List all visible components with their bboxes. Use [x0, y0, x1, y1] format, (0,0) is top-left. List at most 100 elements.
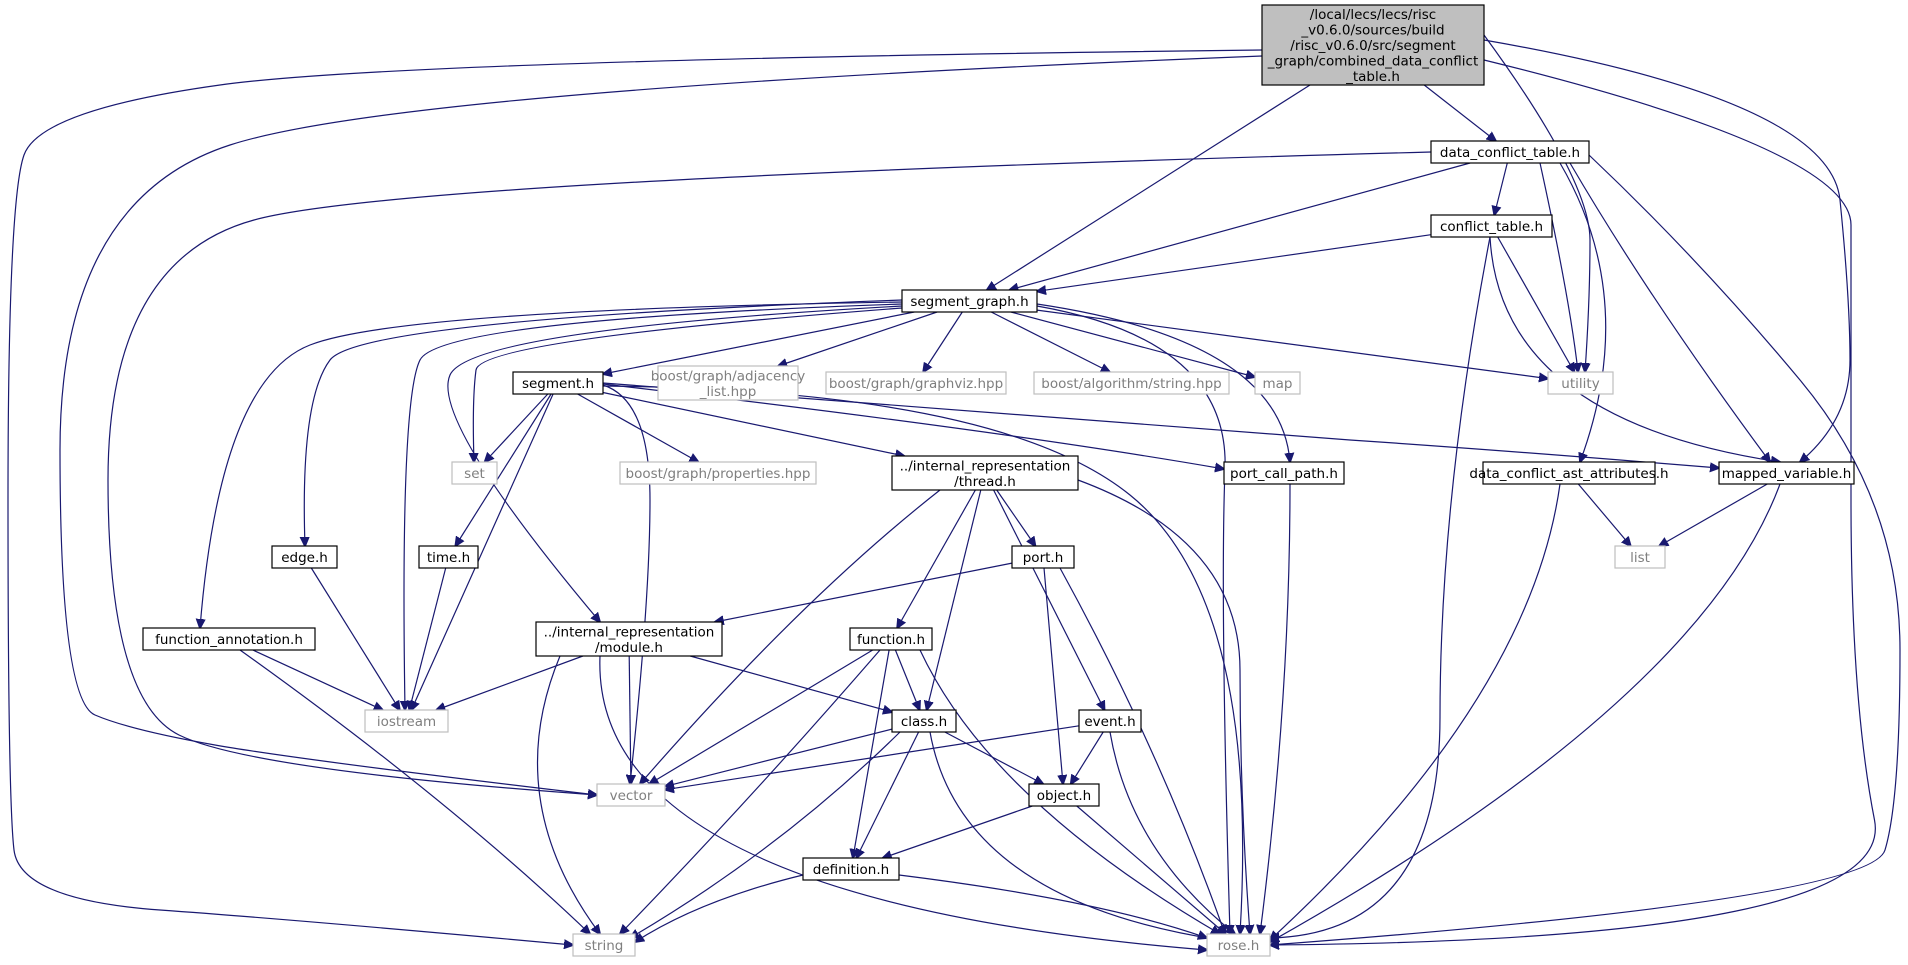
edge-dct-to-vector [107, 151, 1432, 795]
node-label: _list.hpp [699, 384, 757, 400]
edge-object-to-definition [883, 805, 1033, 858]
node-label: definition.h [813, 862, 889, 878]
edge-thread-to-port [996, 489, 1036, 546]
node-label: data_conflict_ast_attributes.h [1469, 466, 1668, 482]
edge-fa-to-string [239, 649, 590, 934]
edge-seg-to-iostream [411, 393, 554, 710]
edge-event-to-vector [665, 725, 1080, 790]
edge-dct-to-dcaa [1559, 162, 1607, 462]
node-label: /risc_v0.6.0/src/segment [1290, 38, 1455, 54]
edge-definition-to-rose [898, 874, 1207, 938]
edge-seg-to-rose [602, 385, 1243, 934]
node-event[interactable]: event.h [1078, 709, 1142, 733]
node-iostream: iostream [364, 709, 449, 733]
edge-dct-to-ct [1494, 162, 1508, 215]
node-vector: vector [596, 783, 666, 807]
edge-sg-to-iostream [404, 303, 903, 710]
node-label: set [464, 466, 485, 482]
node-utility: utility [1547, 371, 1614, 395]
edge-root-to-string [7, 49, 1263, 945]
edge-ct-to-utility [1497, 236, 1575, 372]
edge-module-to-class [690, 655, 892, 712]
node-label: _graph/combined_data_conflict [1267, 54, 1479, 70]
node-string: string [572, 933, 636, 957]
edge-time-to-iostream [409, 567, 447, 710]
node-label: /local/lecs/lecs/risc [1310, 7, 1436, 23]
node-fa[interactable]: function_annotation.h [142, 627, 316, 651]
node-label: ../internal_representation [544, 624, 715, 640]
edge-seg-to-vector [602, 384, 651, 784]
node-edge[interactable]: edge.h [271, 545, 338, 569]
edge-seg-to-set [485, 393, 549, 462]
edge-thread-to-vector [640, 489, 941, 784]
edge-class-to-definition [856, 731, 920, 858]
edge-dct-to-utility [1539, 162, 1578, 372]
node-time[interactable]: time.h [418, 545, 479, 569]
edge-root-to-mv [1483, 39, 1851, 462]
node-label: port_call_path.h [1230, 466, 1338, 482]
edge-sg-to-gv [923, 311, 963, 372]
node-label: segment_graph.h [910, 294, 1028, 310]
node-definition[interactable]: definition.h [802, 857, 900, 881]
edge-root-to-rose [1270, 59, 1876, 945]
node-str_hpp: boost/algorithm/string.hpp [1033, 371, 1230, 395]
edge-edge-to-iostream [310, 567, 399, 710]
edge-thread-to-function [897, 489, 976, 628]
edge-dct-to-sg [1009, 162, 1471, 290]
node-pcp[interactable]: port_call_path.h [1223, 461, 1345, 485]
node-set: set [451, 461, 498, 485]
node-function[interactable]: function.h [849, 627, 933, 651]
node-label: function_annotation.h [155, 632, 303, 648]
edge-module-to-string [536, 655, 601, 934]
node-label: data_conflict_table.h [1440, 145, 1580, 161]
node-map: map [1254, 371, 1301, 395]
edge-seg-to-props [577, 393, 699, 462]
edge-root-to-sg [987, 84, 1311, 290]
node-port[interactable]: port.h [1011, 545, 1075, 569]
edge-fa-to-iostream [252, 649, 383, 710]
edge-class-to-object [944, 731, 1043, 784]
edge-module-to-rose [599, 655, 1207, 950]
edge-event-to-rose [1109, 731, 1235, 934]
node-object[interactable]: object.h [1028, 783, 1100, 807]
node-props: boost/graph/properties.hpp [619, 461, 817, 485]
node-label: utility [1561, 376, 1599, 392]
node-mv[interactable]: mapped_variable.h [1718, 461, 1855, 485]
edge-thread-to-class [927, 489, 982, 710]
node-label: port.h [1023, 550, 1064, 566]
node-label: boost/algorithm/string.hpp [1041, 376, 1221, 392]
node-label: ../internal_representation [900, 458, 1071, 474]
edge-mv-to-list [1659, 483, 1768, 546]
edge-sg-to-map [1010, 311, 1255, 377]
node-sg[interactable]: segment_graph.h [901, 289, 1038, 313]
edge-thread-to-event [993, 489, 1105, 710]
edge-sg-to-adj [778, 311, 938, 366]
edge-ct-to-rose [1270, 236, 1491, 938]
node-label: vector [610, 788, 653, 804]
edge-mv-to-rose [1270, 483, 1781, 942]
edge-function-to-definition [853, 649, 890, 858]
node-label: class.h [901, 714, 947, 730]
node-label: iostream [377, 714, 436, 730]
node-label: _v0.6.0/sources/build [1300, 23, 1444, 39]
node-module[interactable]: ../internal_representation/module.h [535, 621, 723, 657]
edge-class-to-vector [665, 728, 893, 786]
edge-dct-to-mv [1569, 162, 1770, 462]
node-label: time.h [427, 550, 470, 566]
node-root: /local/lecs/lecs/risc_v0.6.0/sources/bui… [1261, 4, 1485, 86]
node-label: /thread.h [954, 474, 1016, 490]
edge-seg-to-thread [602, 391, 904, 457]
edge-sg-to-pcp [1036, 303, 1290, 462]
node-label: object.h [1037, 788, 1091, 804]
edge-sg-to-set [473, 307, 903, 462]
edge-root-to-vector [59, 55, 1263, 795]
node-dcaa[interactable]: data_conflict_ast_attributes.h [1469, 461, 1669, 485]
node-seg[interactable]: segment.h [512, 371, 604, 395]
node-dct[interactable]: data_conflict_table.h [1430, 140, 1590, 164]
edge-module-to-vector [629, 655, 631, 784]
dependency-edges [7, 34, 1901, 950]
node-class[interactable]: class.h [891, 709, 957, 733]
node-ct[interactable]: conflict_table.h [1430, 214, 1553, 238]
node-label: map [1263, 376, 1293, 392]
node-thread[interactable]: ../internal_representation/thread.h [891, 455, 1079, 491]
